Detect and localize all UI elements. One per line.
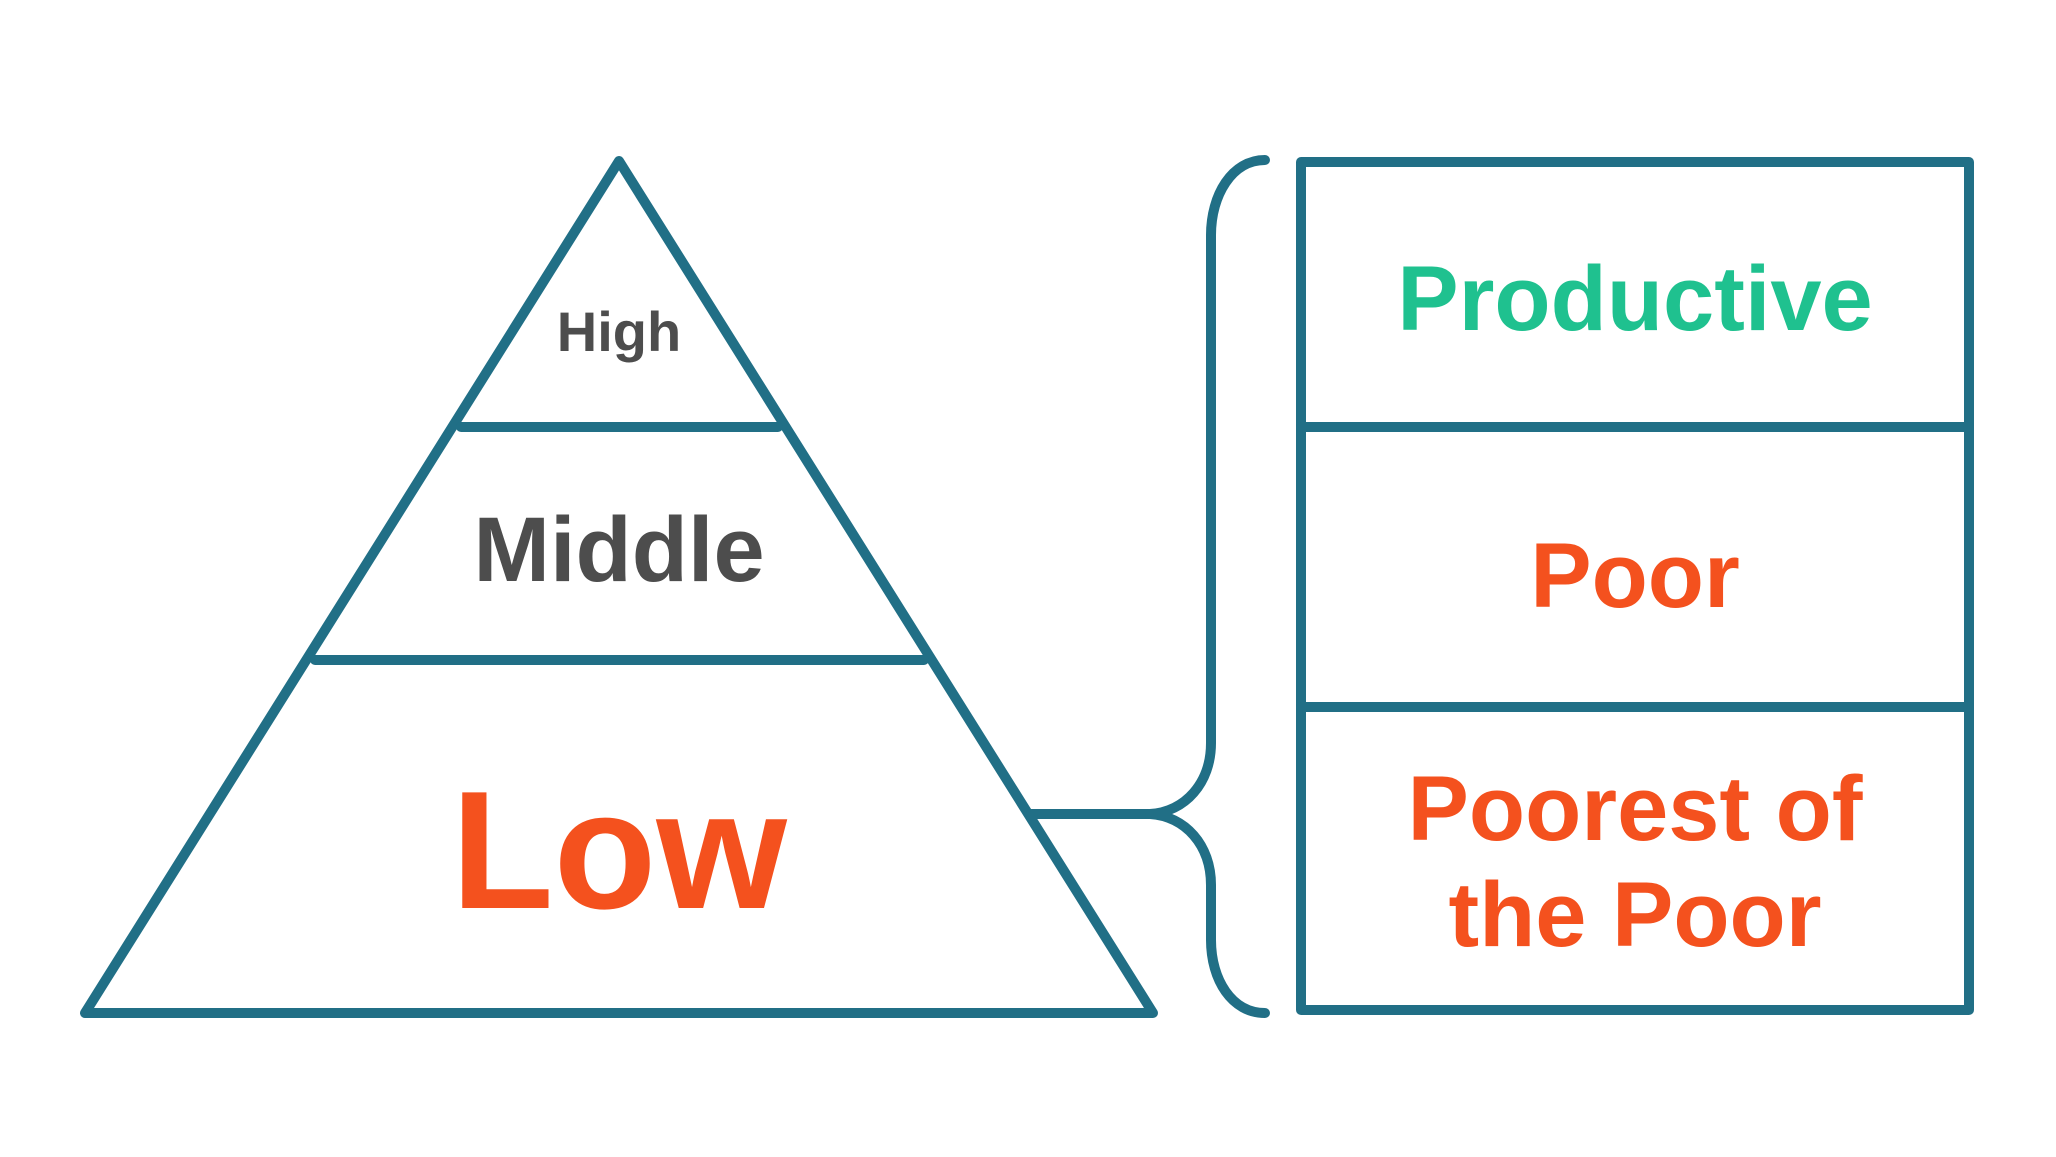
category-productive: Productive: [1397, 248, 1872, 350]
pyramid-level-low: Low: [451, 756, 787, 944]
pyramid-outline: [80, 156, 1158, 1018]
category-table-frame: [1296, 157, 1974, 1015]
pyramid-level-middle: Middle: [473, 499, 764, 601]
category-poorest-line2: the Poor: [1448, 864, 1821, 966]
pyramid-level-high: High: [557, 300, 681, 363]
category-poorest-line1: Poorest of: [1408, 758, 1863, 860]
category-poor: Poor: [1530, 525, 1740, 627]
curly-brace: [1145, 155, 1270, 1018]
